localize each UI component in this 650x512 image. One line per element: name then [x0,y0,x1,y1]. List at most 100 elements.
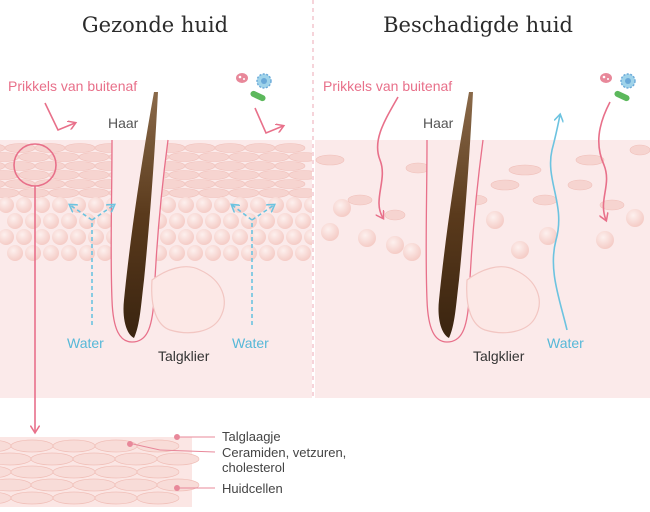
detail-cell [10,439,54,453]
legend-dot-huidcellen [174,485,180,491]
flat-skin-cell [78,170,110,180]
damaged-hair [438,92,473,338]
round-skin-cell [79,213,95,229]
round-skin-cell [259,213,275,229]
round-skin-cell [214,229,230,245]
flat-skin-cell [184,143,216,153]
detail-legend: Talglaagje Ceramiden, vetzuren, choleste… [0,429,346,507]
round-skin-cell [178,229,194,245]
water-escape-arrow [549,115,568,331]
flat-skin-cell [168,188,200,198]
stimuli-penetrate-arrow-1 [378,96,399,218]
detail-cell [30,452,74,466]
round-skin-cell [286,197,302,213]
flat-skin-cell [18,170,50,180]
damaged-skin-base [315,140,650,398]
round-skin-cell [34,197,50,213]
damaged-title: Beschadigde huid [383,13,573,37]
round-skin-cell [187,213,203,229]
round-skin-cell [88,197,104,213]
stimuli-bounce-arrow-right [254,107,283,135]
flat-skin-cell [288,170,312,180]
scattered-cell [490,179,520,191]
flat-skin-cell [274,179,306,189]
round-skin-cell [196,229,212,245]
detail-cell [10,465,54,479]
scattered-cell [599,199,625,211]
detail-cell [72,478,116,492]
germ-icon-right [600,73,636,102]
round-skin-cell [205,213,221,229]
flat-skin-cell [214,179,246,189]
stimuli-penetrate-arrow-2 [598,101,611,220]
legend-ceramiden: Ceramiden, vetzuren, [222,445,346,460]
detail-cell [136,491,180,505]
round-skin-cell [295,245,311,261]
flat-skin-cell [214,143,246,153]
legend-dot-ceramiden [127,441,133,447]
flat-skin-cell [168,152,200,162]
flat-skin-cell [34,161,66,171]
round-skin-cell [160,197,176,213]
round-skin-cell [259,245,275,261]
round-skin-cell [250,197,266,213]
flat-skin-cell [228,188,260,198]
water-arrow-right [232,205,274,325]
scattered-cell [358,229,376,247]
flat-skin-cell [198,188,230,198]
flat-skin-cell [18,188,50,198]
detail-cell [30,478,74,492]
stimuli-label-left: Prikkels van buitenaf [8,78,137,94]
scattered-cell [321,223,339,241]
scattered-cell [347,194,373,206]
flat-skin-cell [244,179,276,189]
round-skin-cell [25,213,41,229]
round-skin-cell [268,197,284,213]
healthy-skin-panel: Gezonde huid [0,13,312,432]
flat-skin-cell [4,161,36,171]
flat-skin-cell [78,188,110,198]
round-skin-cell [70,229,86,245]
flat-skin-cell [214,161,246,171]
round-skin-cell [196,197,212,213]
detail-cell [156,452,200,466]
scattered-cell [508,164,542,176]
round-skin-cell [43,213,59,229]
water-label-left-2: Water [232,335,269,351]
round-skin-cell [304,229,312,245]
detail-cell [10,491,54,505]
round-skin-cell [16,197,32,213]
detail-cell [94,465,138,479]
flat-skin-cell [184,179,216,189]
detail-cell [52,491,96,505]
water-label-right: Water [547,335,584,351]
flat-skin-cell [288,188,312,198]
scattered-cell [333,199,351,217]
legend-line-ceramiden [132,443,161,451]
round-skin-cell [43,245,59,261]
scattered-cell [511,241,529,259]
hair-label-left: Haar [108,115,139,131]
flat-skin-cell [244,161,276,171]
round-skin-cell [250,229,266,245]
detail-cell [52,439,96,453]
scattered-cell [386,236,404,254]
detail-cell [136,439,180,453]
damaged-scattered-cells [315,144,650,261]
round-skin-cell [178,197,194,213]
round-skin-cell [0,229,14,245]
flat-skin-cell [288,152,312,162]
detail-cell [114,478,158,492]
round-skin-cell [16,229,32,245]
flat-skin-cell [64,179,96,189]
healthy-sebaceous-gland [151,266,225,334]
scattered-cell [575,154,605,166]
flat-skin-cell [228,170,260,180]
flat-skin-cell [258,170,290,180]
flat-skin-cell [274,161,306,171]
round-skin-cell [97,245,113,261]
hair-label-right: Haar [423,115,454,131]
round-skin-cell [7,245,23,261]
